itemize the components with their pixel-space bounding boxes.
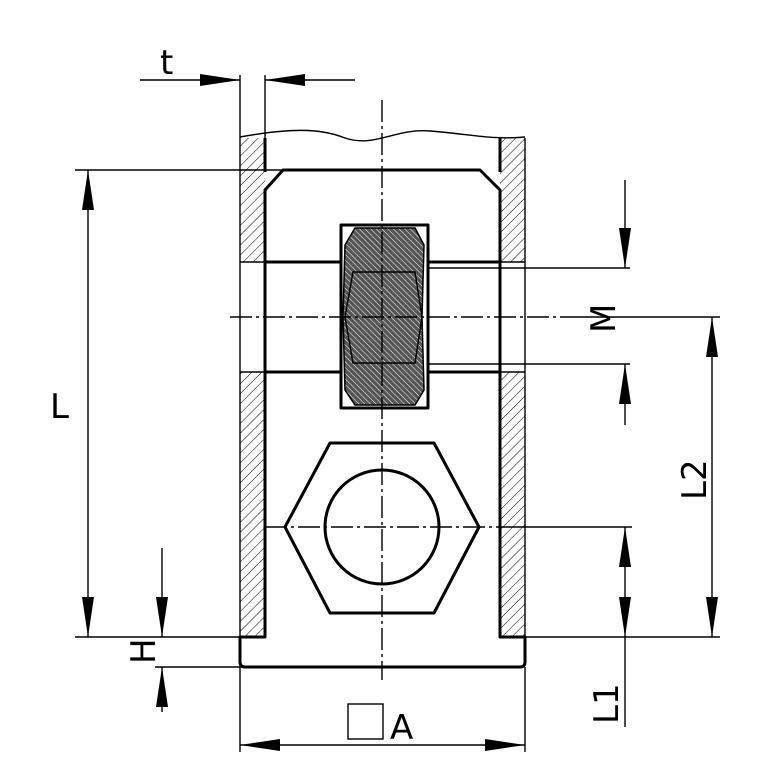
label-L2: L2 (675, 459, 715, 500)
bolt-hole (265, 260, 630, 374)
dimension-lines (82, 74, 718, 751)
tube-wall-left (239, 138, 267, 637)
label-L1: L1 (587, 683, 627, 724)
label-A: A (390, 708, 413, 748)
square-symbol (347, 703, 384, 740)
label-H: H (124, 638, 164, 664)
insert-outline (238, 168, 527, 669)
extension-lines (75, 75, 720, 752)
label-t: t (160, 43, 173, 83)
tube-wall-right (498, 138, 526, 637)
label-L: L (50, 387, 69, 427)
label-M: M (584, 304, 624, 333)
